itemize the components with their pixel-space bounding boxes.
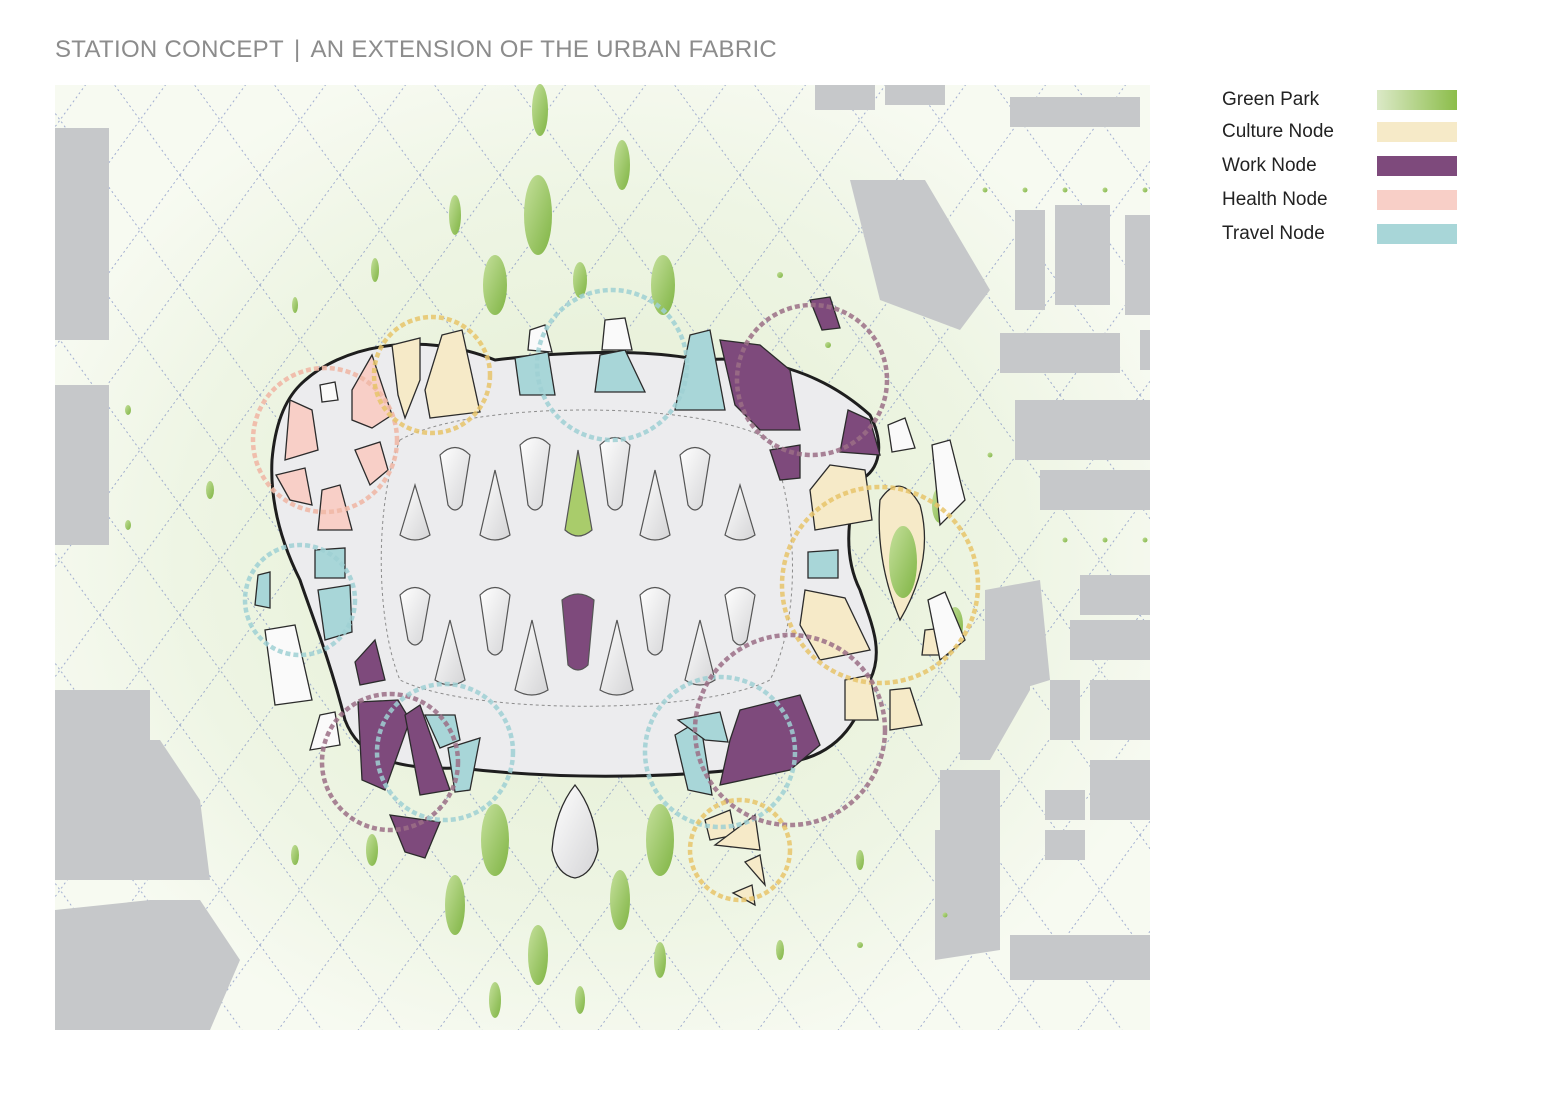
- legend-swatch-culture-node: [1377, 122, 1457, 142]
- legend-item-health-node: Health Node: [1222, 186, 1462, 216]
- legend-swatch-health-node: [1377, 190, 1457, 210]
- inner-pods: [399, 436, 756, 696]
- legend-swatch-travel-node: [1377, 224, 1457, 244]
- legend-item-work-node: Work Node: [1222, 152, 1462, 182]
- legend-item-culture-node: Culture Node: [1222, 118, 1462, 148]
- title-part1: STATION CONCEPT: [55, 36, 284, 63]
- legend-label: Green Park: [1222, 89, 1320, 110]
- legend-label: Travel Node: [1222, 223, 1325, 244]
- legend-label: Work Node: [1222, 155, 1317, 176]
- legend-item-green-park: Green Park: [1222, 86, 1462, 116]
- legend-label: Culture Node: [1222, 121, 1334, 142]
- legend-item-travel-node: Travel Node: [1222, 220, 1462, 250]
- node-rings: [242, 287, 981, 903]
- node-pieces: [254, 296, 966, 907]
- title-separator: |: [293, 36, 301, 63]
- legend-swatch-green-park: [1377, 90, 1457, 110]
- legend-swatch-work-node: [1377, 156, 1457, 176]
- diagram-title: STATION CONCEPT | AN EXTENSION OF THE URBA…: [55, 36, 777, 64]
- legend-label: Health Node: [1222, 189, 1328, 210]
- urban-buildings: [55, 85, 1150, 1030]
- title-part2: AN EXTENSION OF THE URBAN FABRIC: [310, 36, 778, 63]
